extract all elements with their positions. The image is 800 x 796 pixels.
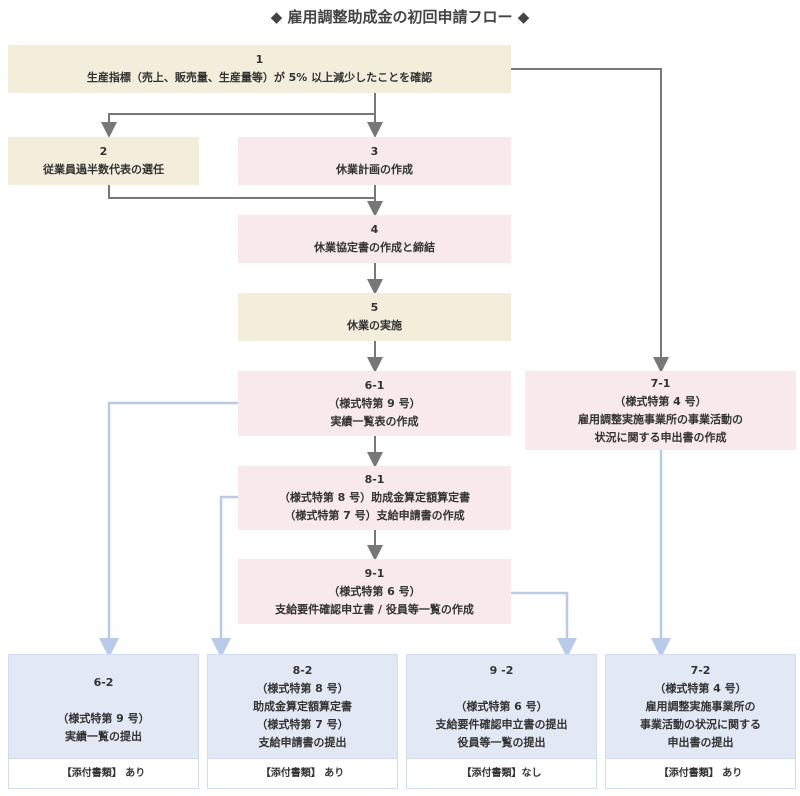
step-number: 9 -2 [489,663,514,677]
step-text: （様式特第 7 号）支給申請書の作成 [284,509,465,522]
step-text: 支給申請書の提出 [258,735,347,749]
attachment-note: 【添付書類】 あり [606,758,795,788]
step-text: 事業活動の状況に関する [640,717,761,731]
step-number: 3 [370,145,379,158]
step-2-box: 2 従業員過半数代表の選任 [8,137,199,185]
step-number: 9-1 [364,566,385,580]
connector-6-1-to-6-2 [99,401,238,658]
step-text: 従業員過半数代表の選任 [43,163,164,176]
step-text: 休業の実施 [347,319,402,332]
step-text: 実績一覧表の作成 [330,414,419,428]
step-form-number: （様式特第 4 号） [614,394,707,408]
step-number: 8-2 [292,663,313,677]
step-number: 5 [370,301,379,314]
step-6-2-box: 6-2 （様式特第 9 号） 実績一覧の提出 【添付書類】 あり [8,654,199,789]
attachment-note: 【添付書類】なし [407,758,596,788]
step-text: 状況に関する申出書の作成 [594,430,727,444]
step-form-number: （様式特第 9 号） [328,396,421,410]
step-1-box: 1 生産指標（売上、販売量、生産量等）が 5% 以上減少したことを確認 [8,45,511,93]
connector-9-1-to-9-2 [511,591,577,658]
step-number: 1 [255,53,264,66]
step-text: 支給要件確認申立書の提出 [435,717,568,731]
step-7-1-box: 7-1 （様式特第 4 号） 雇用調整実施事業所の事業活動の 状況に関する申出書… [525,371,796,450]
attachment-note: 【添付書類】 あり [9,758,198,788]
step-text: 生産指標（売上、販売量、生産量等）が 5% 以上減少したことを確認 [86,71,433,84]
step-number: 6-2 [93,675,114,689]
step-text: （様式特第 8 号）助成金算定額算定書 [278,491,471,504]
connector-2-to-4 [108,185,375,199]
step-form-number: （様式特第 6 号） [328,584,421,598]
step-6-1-box: 6-1 （様式特第 9 号） 実績一覧表の作成 [238,371,511,436]
step-form-number: （様式特第 8 号） [256,681,349,695]
step-text: 役員等一覧の提出 [457,735,546,749]
connector-1-to-7-1 [511,68,669,373]
step-9-1-box: 9-1 （様式特第 6 号） 支給要件確認申立書 / 役員等一覧の作成 [238,559,511,624]
step-form-number: （様式特第 7 号） [256,717,349,731]
step-5-box: 5 休業の実施 [238,293,511,341]
step-3-box: 3 休業計画の作成 [238,137,511,185]
step-text: 雇用調整実施事業所の事業活動の [578,412,743,426]
step-8-1-box: 8-1 （様式特第 8 号）助成金算定額算定書 （様式特第 7 号）支給申請書の… [238,466,511,530]
step-9-2-box: 9 -2 （様式特第 6 号） 支給要件確認申立書の提出 役員等一覧の提出 【添… [406,654,597,789]
step-text: 休業協定書の作成と締結 [314,241,435,254]
step-form-number: （様式特第 4 号） [654,681,747,695]
step-text: 雇用調整実施事業所の [645,699,756,713]
step-8-2-box: 8-2 （様式特第 8 号） 助成金算定額算定書 （様式特第 7 号） 支給申請… [207,654,398,789]
step-form-number: （様式特第 6 号） [455,699,548,713]
step-text: 申出書の提出 [667,735,734,749]
connector-8-1-to-8-2 [211,495,238,658]
attachment-note: 【添付書類】 あり [208,758,397,788]
step-text: 支給要件確認申立書 / 役員等一覧の作成 [275,602,474,616]
step-number: 6-1 [364,378,385,392]
connector-1-to-2 [101,113,375,138]
step-text: 実績一覧の提出 [65,729,142,743]
step-form-number: （様式特第 9 号） [57,711,150,725]
step-text: 助成金算定額算定書 [253,699,352,713]
step-text: 休業計画の作成 [336,163,413,176]
step-number: 4 [370,223,379,236]
page-title: ◆ 雇用調整助成金の初回申請フロー ◆ [270,8,530,26]
step-number: 8-1 [364,473,385,486]
step-4-box: 4 休業協定書の作成と締結 [238,215,511,263]
step-number: 7-2 [690,663,711,677]
step-number: 2 [99,145,108,158]
step-number: 7-1 [650,376,671,390]
step-7-2-box: 7-2 （様式特第 4 号） 雇用調整実施事業所の 事業活動の状況に関する 申出… [605,654,796,789]
